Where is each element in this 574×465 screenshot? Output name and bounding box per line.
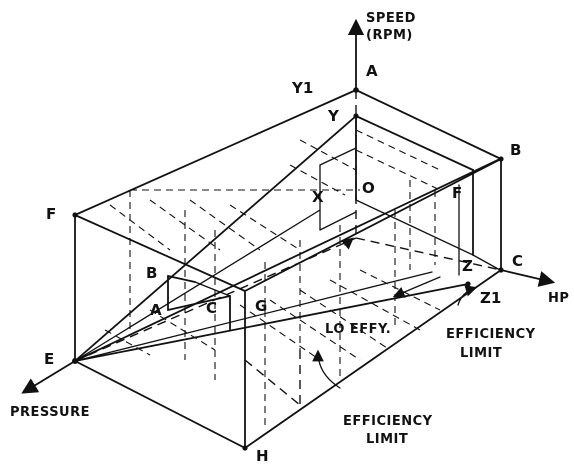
inner-point-c-label: C — [206, 299, 217, 317]
point-z1-label: Z1 — [480, 289, 501, 307]
inner-point-g-label: G — [255, 297, 267, 315]
hidden-edges — [74, 90, 502, 406]
pointer-arrows — [312, 237, 478, 389]
inner-point-f-label: F — [452, 184, 462, 202]
speed-axis-unit: (RPM) — [366, 28, 413, 43]
speed-axis-label: SPEED — [366, 11, 416, 26]
pressure-axis — [21, 360, 76, 394]
point-a-label: A — [366, 62, 378, 80]
lo-effy-label: LO EFFY. — [325, 322, 391, 337]
point-x-label: X — [312, 188, 324, 206]
hp-axis-label: HP — [548, 291, 569, 306]
point-f-label: F — [46, 205, 56, 223]
hatched-region — [104, 129, 441, 425]
point-y1-label: Y1 — [291, 79, 313, 97]
point-dots — [72, 87, 504, 451]
point-c-label: C — [512, 252, 523, 270]
inner-point-b-label: B — [146, 264, 157, 282]
efficiency-limit-bottom-line2: LIMIT — [366, 432, 408, 447]
inner-box — [319, 115, 501, 276]
point-b-label: B — [510, 141, 521, 159]
point-h-label: H — [256, 447, 269, 465]
hp-axis — [500, 269, 556, 287]
inner-construction — [167, 275, 231, 331]
efficiency-limit-bottom-line1: EFFICIENCY — [343, 414, 433, 429]
point-o-label: O — [362, 179, 375, 197]
inner-point-a-label: A — [150, 301, 162, 319]
efficiency-limit-right-line2: LIMIT — [460, 346, 502, 361]
point-z-label: Z — [462, 257, 473, 275]
point-y-label: Y — [327, 107, 340, 125]
pressure-axis-label: PRESSURE — [10, 405, 90, 420]
outer-box — [74, 89, 502, 449]
point-e-label: E — [44, 350, 54, 368]
efficiency-limit-right-line1: EFFICIENCY — [446, 327, 536, 342]
